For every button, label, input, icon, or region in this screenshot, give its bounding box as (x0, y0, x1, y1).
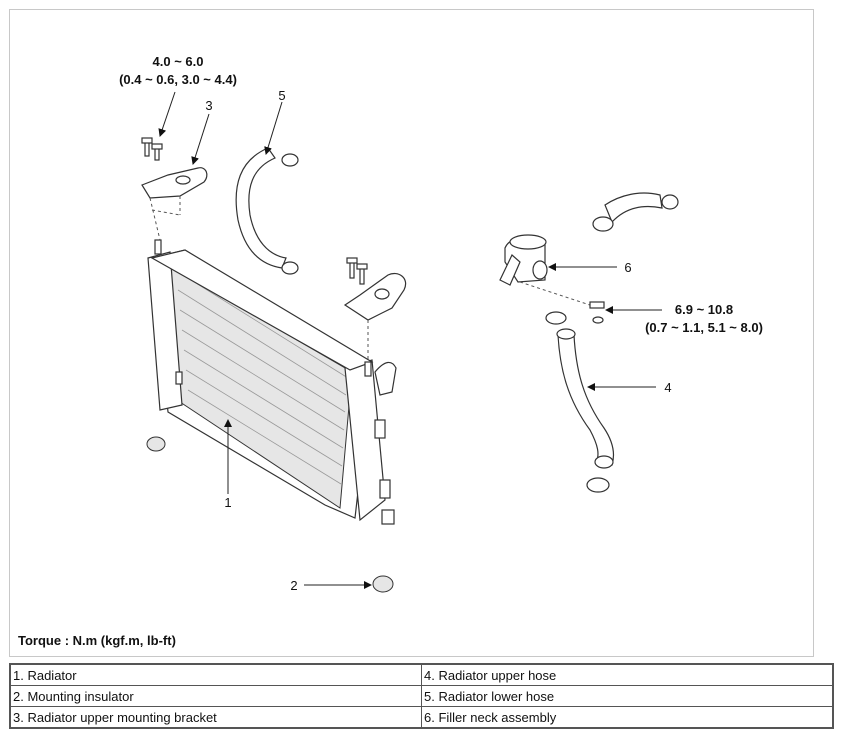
mounting-insulator-left (146, 436, 166, 452)
torque-filler-sub: (0.7 ~ 1.1, 5.1 ~ 8.0) (645, 320, 763, 335)
legend-row: 1. Radiator 4. Radiator upper hose (9, 663, 834, 686)
mounting-insulator-right (372, 575, 394, 593)
torque-filler-main: 6.9 ~ 10.8 (675, 302, 733, 317)
callout-6: 6 (624, 260, 631, 275)
legend-item-upper-hose: 4. Radiator upper hose (421, 663, 834, 686)
legend-item-radiator: 1. Radiator (9, 663, 422, 686)
callout-1: 1 (224, 495, 231, 510)
torque-bracket-main: 4.0 ~ 6.0 (153, 54, 204, 69)
small-upper-hose (592, 192, 679, 232)
legend-item-mounting-insulator: 2. Mounting insulator (9, 685, 422, 707)
torque-units-note: Torque : N.m (kgf.m, lb-ft) (18, 633, 176, 648)
legend-row: 2. Mounting insulator 5. Radiator lower … (9, 685, 834, 707)
callout-3: 3 (205, 98, 212, 113)
callout-4: 4 (664, 380, 671, 395)
legend-row: 3. Radiator upper mounting bracket 6. Fi… (9, 706, 834, 729)
torque-bracket-sub: (0.4 ~ 0.6, 3.0 ~ 4.4) (119, 72, 237, 87)
parts-legend-table: 1. Radiator 4. Radiator upper hose 2. Mo… (9, 663, 834, 729)
legend-item-mounting-bracket: 3. Radiator upper mounting bracket (9, 706, 422, 729)
exploded-diagram: 4.0 ~ 6.0 (0.4 ~ 0.6, 3.0 ~ 4.4) 3 5 1 2… (119, 54, 763, 593)
upper-mounting-bracket-left (141, 137, 208, 241)
legend-item-lower-hose: 5. Radiator lower hose (421, 685, 834, 707)
radiator-upper-hose-shape (545, 311, 615, 493)
callout-leaders (158, 91, 662, 589)
radiator-lower-hose-shape (235, 147, 299, 275)
upper-mounting-bracket-right (343, 257, 407, 362)
diagram-frame (9, 9, 814, 657)
callout-2: 2 (290, 578, 297, 593)
filler-neck-assembly-shape (499, 234, 605, 324)
legend-item-filler-neck: 6. Filler neck assembly (421, 706, 834, 729)
radiator-shape (147, 239, 397, 525)
callout-5: 5 (278, 88, 285, 103)
